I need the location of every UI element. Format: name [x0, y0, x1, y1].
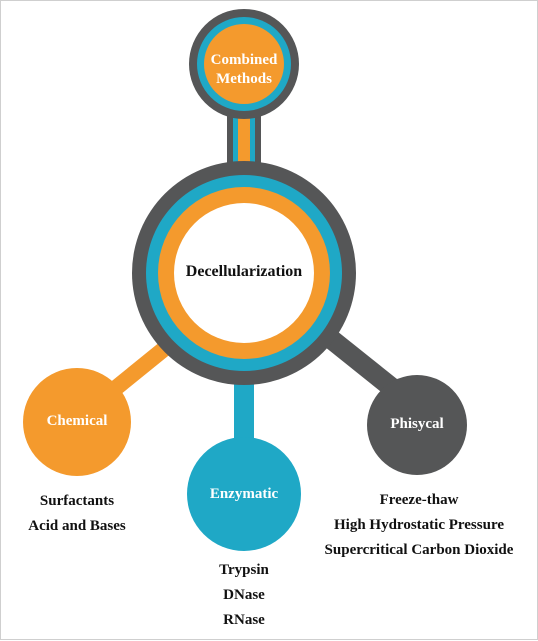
enzymatic-label: Enzymatic — [209, 486, 279, 502]
combined-methods-line1: Combined — [210, 52, 278, 68]
chemical-items: Surfactants Acid and Bases — [7, 489, 147, 539]
center-label: Decellularization — [185, 263, 303, 280]
enzymatic-items: Trypsin DNase RNase — [184, 558, 304, 633]
list-item: DNase — [223, 587, 265, 603]
list-item: Supercritical Carbon Dioxide — [324, 542, 514, 558]
list-item: Trypsin — [219, 562, 269, 578]
node-combined-methods — [189, 9, 299, 119]
list-item: Freeze-thaw — [379, 492, 459, 508]
chemical-label: Chemical — [46, 413, 108, 429]
node-chemical — [23, 368, 131, 476]
list-item: Acid and Bases — [28, 518, 126, 534]
node-physical — [367, 375, 467, 475]
list-item: Surfactants — [39, 493, 115, 509]
combined-methods-line2: Methods — [216, 71, 272, 87]
physical-items: Freeze-thaw High Hydrostatic Pressure Su… — [304, 488, 534, 563]
central-hub — [132, 161, 356, 385]
combined-methods-label: Combined Methods — [194, 51, 294, 89]
list-item: RNase — [223, 612, 265, 628]
physical-label: Phisycal — [390, 416, 444, 432]
node-enzymatic — [187, 437, 301, 551]
list-item: High Hydrostatic Pressure — [334, 517, 504, 533]
